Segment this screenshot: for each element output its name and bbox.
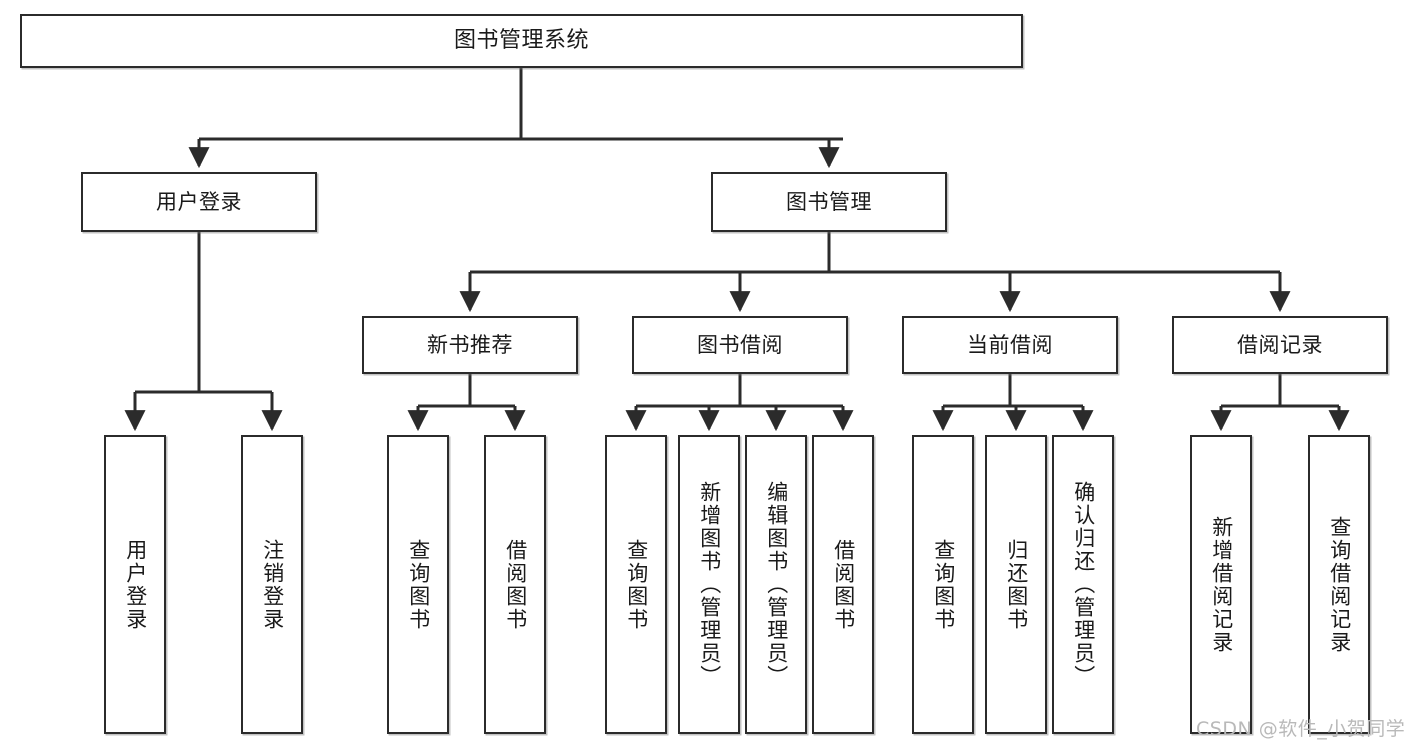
node-leaf-borrow-book-1[interactable]: 借阅图书 — [484, 435, 546, 734]
node-leaf-return-book[interactable]: 归还图书 — [985, 435, 1047, 734]
node-leaf-add-record[interactable]: 新增借阅记录 — [1190, 435, 1252, 734]
node-leaf-return-book-label: 归还图书 — [1004, 538, 1029, 631]
node-leaf-query-book-2[interactable]: 查询图书 — [605, 435, 667, 734]
node-leaf-query-book-2-label: 查询图书 — [624, 538, 649, 631]
node-leaf-logout[interactable]: 注销登录 — [241, 435, 303, 734]
node-leaf-edit-book-label: 编辑图书（管理员） — [764, 481, 789, 688]
node-user-login[interactable]: 用户登录 — [81, 172, 317, 232]
node-root[interactable]: 图书管理系统 — [20, 14, 1023, 68]
node-borrow-record[interactable]: 借阅记录 — [1172, 316, 1388, 374]
node-leaf-query-book-3[interactable]: 查询图书 — [912, 435, 974, 734]
node-book-borrow[interactable]: 图书借阅 — [632, 316, 848, 374]
node-new-book-recommend-label: 新书推荐 — [427, 332, 513, 357]
node-root-label: 图书管理系统 — [453, 28, 589, 54]
csdn-watermark: CSDN @软件_小贺同学 — [1196, 718, 1405, 740]
node-leaf-user-login-label: 用户登录 — [123, 538, 148, 631]
node-leaf-query-book-1-label: 查询图书 — [406, 538, 431, 631]
node-leaf-borrow-book-2-label: 借阅图书 — [831, 538, 856, 631]
node-leaf-confirm-return[interactable]: 确认归还（管理员） — [1052, 435, 1114, 734]
node-new-book-recommend[interactable]: 新书推荐 — [362, 316, 578, 374]
node-leaf-query-record[interactable]: 查询借阅记录 — [1308, 435, 1370, 734]
node-leaf-logout-label: 注销登录 — [260, 538, 285, 631]
node-leaf-add-record-label: 新增借阅记录 — [1209, 515, 1234, 654]
node-current-borrow-label: 当前借阅 — [967, 332, 1053, 357]
node-leaf-user-login[interactable]: 用户登录 — [104, 435, 166, 734]
node-current-borrow[interactable]: 当前借阅 — [902, 316, 1118, 374]
node-book-manage[interactable]: 图书管理 — [711, 172, 947, 232]
node-leaf-query-book-3-label: 查询图书 — [931, 538, 956, 631]
node-leaf-edit-book[interactable]: 编辑图书（管理员） — [745, 435, 807, 734]
node-leaf-confirm-return-label: 确认归还（管理员） — [1071, 481, 1096, 688]
node-leaf-add-book-label: 新增图书（管理员） — [697, 481, 722, 688]
node-book-borrow-label: 图书借阅 — [697, 332, 783, 357]
node-leaf-query-record-label: 查询借阅记录 — [1327, 515, 1352, 654]
node-book-manage-label: 图书管理 — [786, 189, 872, 214]
node-leaf-add-book[interactable]: 新增图书（管理员） — [678, 435, 740, 734]
node-user-login-label: 用户登录 — [156, 189, 242, 214]
node-leaf-borrow-book-1-label: 借阅图书 — [503, 538, 528, 631]
node-borrow-record-label: 借阅记录 — [1237, 332, 1323, 357]
node-leaf-borrow-book-2[interactable]: 借阅图书 — [812, 435, 874, 734]
node-leaf-query-book-1[interactable]: 查询图书 — [387, 435, 449, 734]
